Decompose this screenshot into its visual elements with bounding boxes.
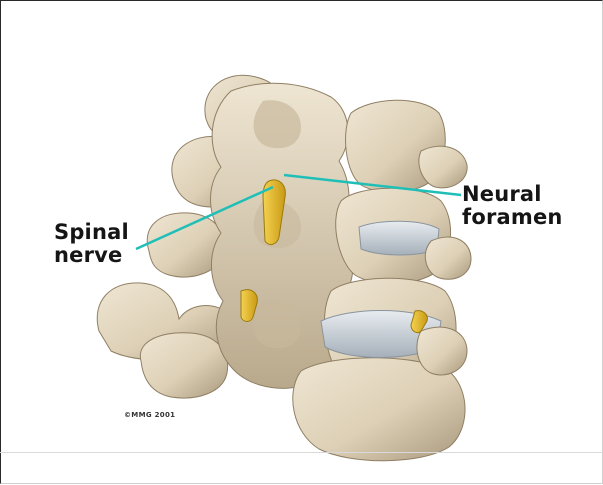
spinal-nerve-label-line2: nerve <box>54 244 129 267</box>
neural-foramen-label: Neural foramen <box>462 183 563 229</box>
neural-foramen-label-line1: Neural <box>462 183 563 206</box>
bottom-divider <box>0 452 603 453</box>
neural-foramen-label-line2: foramen <box>462 206 563 229</box>
copyright-text: ©MMG 2001 <box>124 411 175 419</box>
spinal-nerve-label: Spinal nerve <box>54 221 129 267</box>
spinal-nerve-label-line1: Spinal <box>54 221 129 244</box>
